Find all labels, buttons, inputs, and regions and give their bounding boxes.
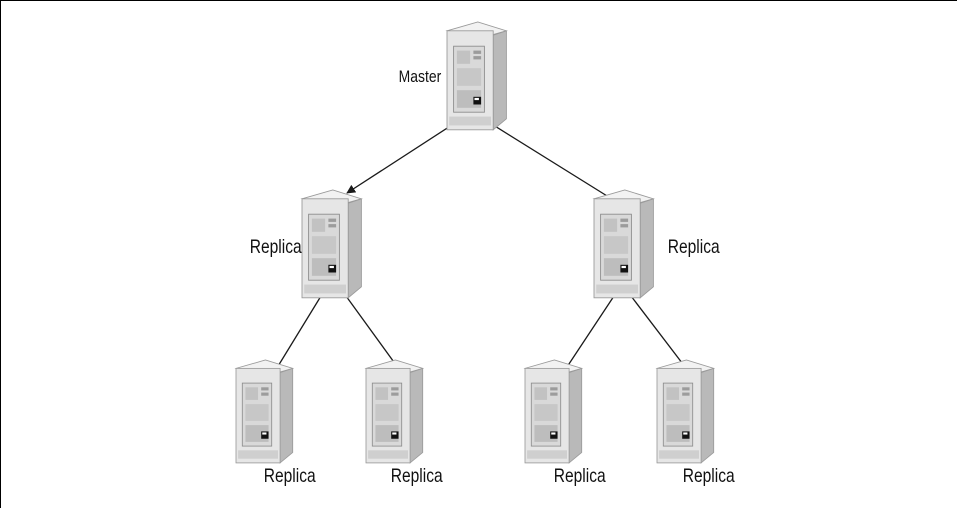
edge-group xyxy=(271,122,693,377)
server-icon xyxy=(446,21,507,131)
node-label-replica-rr: Replica xyxy=(683,465,735,487)
server-icon xyxy=(235,359,294,464)
node-label-master: Master xyxy=(399,68,442,87)
node-label-replica-rl: Replica xyxy=(554,465,606,487)
edge-replica-r-to-replica-rl xyxy=(560,295,615,377)
server-icon xyxy=(365,359,424,464)
node-replica-ll: Replica xyxy=(235,359,316,487)
edge-master-to-replica-r xyxy=(489,122,629,210)
node-label-replica-l: Replica xyxy=(250,236,302,258)
node-master: Master xyxy=(399,21,507,131)
node-replica-r: Replica xyxy=(593,189,720,299)
node-replica-rr: Replica xyxy=(656,359,735,487)
server-icon xyxy=(593,189,654,299)
node-replica-lr: Replica xyxy=(365,359,443,487)
node-replica-rl: Replica xyxy=(524,359,606,487)
node-label-replica-ll: Replica xyxy=(264,465,316,487)
node-replica-l: Replica xyxy=(250,189,362,299)
node-label-replica-lr: Replica xyxy=(391,465,443,487)
server-icon xyxy=(524,359,583,464)
server-icon xyxy=(656,359,715,464)
edge-master-to-replica-l xyxy=(346,122,456,194)
edge-replica-l-to-replica-ll xyxy=(271,295,322,377)
server-icon xyxy=(301,189,362,299)
node-label-replica-r: Replica xyxy=(668,236,720,258)
